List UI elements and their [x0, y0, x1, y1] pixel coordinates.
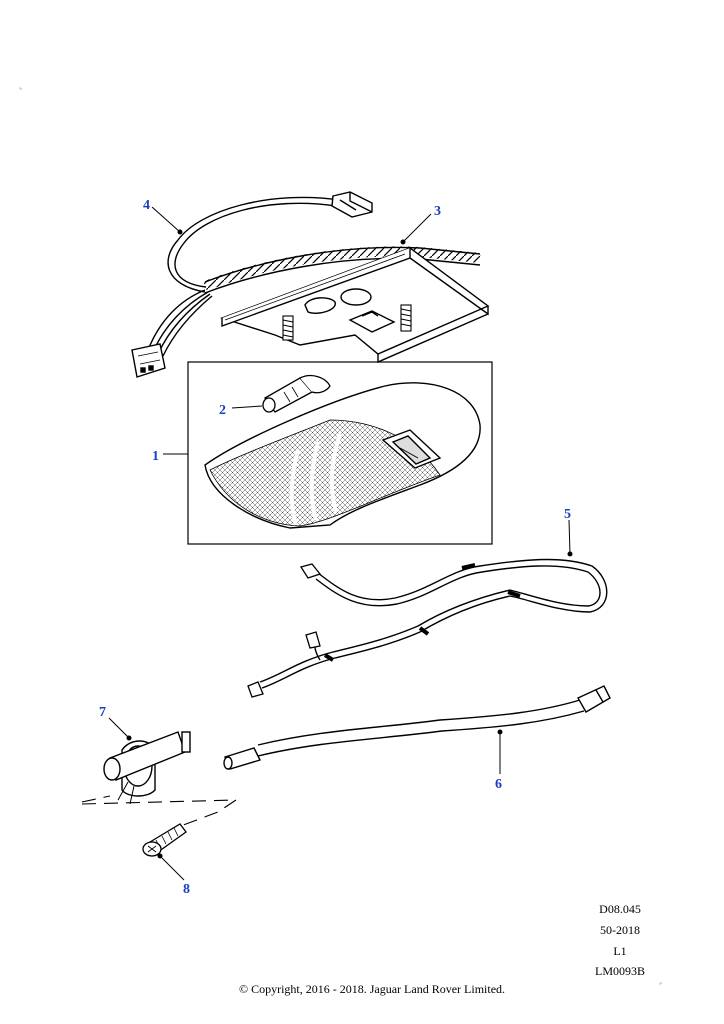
- diagram-date: 50-2018: [600, 923, 640, 937]
- copyright-notice: © Copyright, 2016 - 2018. Jaguar Land Ro…: [238, 982, 506, 996]
- guide-lines: [81, 795, 237, 831]
- diagram-level: L1: [613, 944, 627, 958]
- tube-part-6: [223, 685, 611, 770]
- connector-top: [331, 191, 373, 218]
- callout-3: 3: [434, 204, 441, 219]
- diagram-code: D08.045: [599, 902, 641, 916]
- callout-2: 2: [219, 403, 226, 418]
- callout-6: 6: [495, 777, 502, 792]
- callout-8: 8: [183, 882, 190, 897]
- lamp-part-1: [204, 382, 481, 529]
- connector-bottom: [131, 343, 166, 378]
- harness-part-5: [259, 558, 608, 689]
- callout-1: 1: [152, 449, 159, 464]
- detail-box: [187, 361, 493, 545]
- harness-5-connectors: [247, 563, 521, 698]
- corner-mark-bottom-right: [659, 982, 662, 985]
- diagram-ref: LM0093B: [594, 964, 645, 978]
- corner-mark-top-left: [19, 87, 22, 90]
- leader-lines: [108, 206, 573, 881]
- callout-4: 4: [143, 198, 150, 213]
- bulb-part-2: [262, 374, 331, 413]
- bracket-studs: [282, 304, 412, 341]
- screw-part-8: [142, 823, 187, 857]
- switch-part-7: [103, 731, 191, 805]
- callout-5: 5: [564, 507, 571, 522]
- callout-7: 7: [99, 705, 106, 720]
